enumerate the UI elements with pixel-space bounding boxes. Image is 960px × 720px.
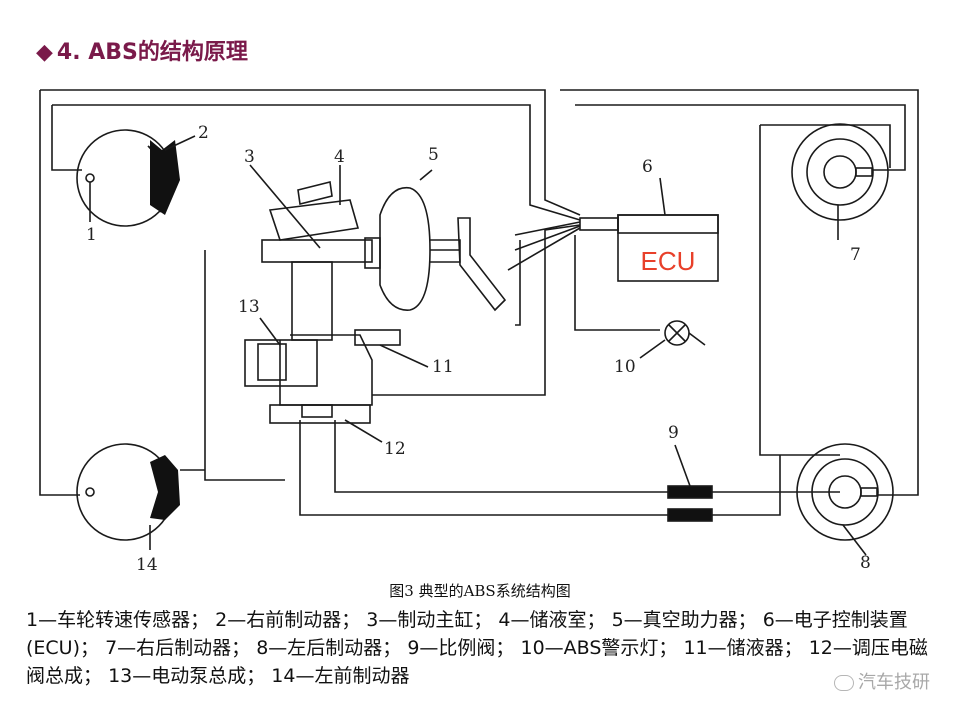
pipe-ecu-lines: [507, 221, 581, 271]
pipe-left-front: [51, 105, 82, 171]
figure-caption: 图3 典型的ABS系统结构图: [389, 582, 571, 600]
pipe-outer-left: [40, 89, 581, 216]
label-4: 4: [334, 147, 345, 167]
ecu-label: ECU: [641, 246, 696, 276]
pipe-to-8-top: [759, 125, 840, 456]
proportioning-valve-9: [667, 485, 713, 499]
legend-item: 7—右后制动器；: [105, 637, 251, 659]
label-7: 7: [850, 245, 861, 265]
legend-item: 8—左后制动器；: [256, 637, 402, 659]
watermark-text: 汽车技研: [858, 672, 930, 693]
pipe-unit-down1: [299, 420, 668, 516]
legend-item: 2—右前制动器；: [215, 609, 361, 631]
title-text: 4. ABS的结构原理: [56, 40, 248, 65]
title-bullet: ◆: [36, 40, 53, 65]
pump-unit-13: [244, 339, 318, 387]
pipe-unit-down2: [334, 420, 668, 493]
abs-diagram: ECU 1 2 3 4 5 6 7 8 9 10 11 12 13 14: [39, 89, 919, 575]
wheel-rear-left: [796, 443, 894, 541]
watermark: 汽车技研: [834, 668, 930, 694]
pipe-outer-right: [560, 89, 919, 496]
label-6: 6: [642, 157, 653, 177]
pipe-lamp: [574, 235, 660, 331]
label-13: 13: [238, 297, 260, 317]
label-10: 10: [614, 357, 636, 377]
pipe-left-vertical: [39, 90, 80, 496]
legend-item: 12—调压电磁阀总成；: [26, 637, 928, 687]
label-9: 9: [668, 423, 679, 443]
legend-item: 9—比例阀；: [407, 637, 515, 659]
legend-item: 1—车轮转速传感器；: [26, 609, 210, 631]
legend-item: 11—储液器；: [683, 637, 803, 659]
wechat-icon: [834, 675, 854, 691]
legend-item: 13—电动泵总成；: [108, 665, 266, 687]
label-1: 1: [86, 225, 97, 245]
legend-item: 6—电子控制装置(ECU)；: [26, 609, 908, 659]
label-8: 8: [860, 553, 871, 573]
valve-unit-12: [269, 404, 371, 424]
label-5: 5: [428, 145, 439, 165]
booster-5: [379, 186, 431, 311]
pipe-valve-down: [204, 250, 285, 481]
legend-item: 3—制动主缸；: [366, 609, 493, 631]
pipe-master-right: [515, 240, 521, 326]
label-2: 2: [198, 123, 209, 143]
pipe-inner-left: [52, 104, 581, 221]
label-3: 3: [244, 147, 255, 167]
pipe-unit-right: [372, 224, 581, 396]
legend-item: 10—ABS警示灯；: [520, 637, 678, 659]
legend: 1—车轮转速传感器； 2—右前制动器； 3—制动主缸； 4—储液室； 5—真空助…: [26, 606, 936, 690]
label-12: 12: [384, 439, 406, 459]
pipe-after-9: [712, 455, 840, 516]
label-11: 11: [432, 357, 454, 377]
pipe-to-7: [760, 124, 891, 168]
reservoir-4: [268, 199, 360, 241]
legend-item: 4—储液室；: [498, 609, 606, 631]
legend-item: 14—左前制动器: [271, 665, 410, 687]
label-14: 14: [136, 555, 158, 575]
slide-title: ◆4. ABS的结构原理: [36, 34, 248, 66]
legend-item: 5—真空助力器；: [611, 609, 757, 631]
pipe-inner-right: [575, 104, 906, 171]
wheel-rear-right: [791, 123, 889, 221]
sensor-1: [85, 173, 95, 183]
